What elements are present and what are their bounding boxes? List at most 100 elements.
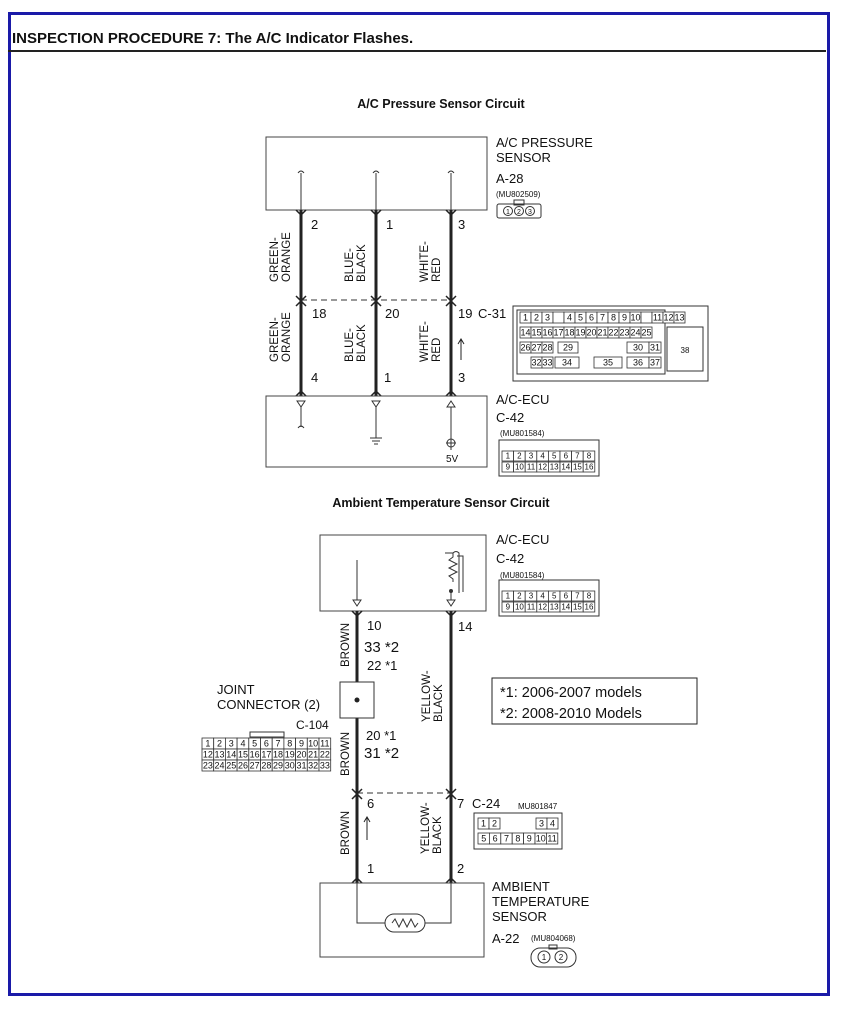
c42-pin-cell <box>582 461 596 473</box>
ambient-sensor-part: (MU804068) <box>531 934 576 943</box>
c104-pin: 32 <box>308 761 318 771</box>
pin-label-alt: 31 *2 <box>364 745 399 762</box>
pin-label: 1 <box>367 861 374 876</box>
pin-label: 3 <box>458 217 465 232</box>
ambient-ecu-part: (MU801584) <box>500 571 545 580</box>
c31-pin-cell <box>673 311 686 324</box>
c104-pin: 18 <box>273 750 283 760</box>
c42-pin: 1 <box>506 452 511 461</box>
pin-label: 18 <box>312 306 326 321</box>
pin-label: 2 <box>311 217 318 232</box>
c31-pin-cell <box>541 341 554 354</box>
wire-color: GREEN- <box>269 237 281 282</box>
c104-pin: 22 <box>320 750 330 760</box>
ambient-ecu-code: C-42 <box>496 551 524 566</box>
wire-color: YELLOW- <box>421 670 433 722</box>
c104-pin: 27 <box>250 761 260 771</box>
c104-pin: 30 <box>285 761 295 771</box>
pressure-ecu-box <box>265 395 488 468</box>
c31-pin: 33 <box>542 358 552 368</box>
pressure-ecu-code: C-42 <box>496 410 524 425</box>
c31-pin: 21 <box>597 328 607 338</box>
wire-color: BROWN <box>340 623 352 667</box>
c42-pin: 14 <box>561 603 570 612</box>
c24-part: MU801847 <box>518 802 558 811</box>
c31-pin: 34 <box>562 358 572 368</box>
pressure-sensor-name-1: A/C PRESSURE <box>496 135 593 150</box>
c104-latch <box>249 731 285 738</box>
wire-color: ORANGE <box>281 232 293 282</box>
c31-pin: 37 <box>650 358 660 368</box>
c42-pin: 16 <box>585 463 594 472</box>
c31-pin: 31 <box>650 343 660 353</box>
c31-pin: 12 <box>663 313 673 323</box>
wire-color: BLACK <box>356 324 368 362</box>
pressure-circuit-title: A/C Pressure Sensor Circuit <box>357 97 525 111</box>
pin-label: 1 <box>384 370 391 385</box>
c104-pin: 20 <box>296 750 306 760</box>
pin-label-alt: 22 *1 <box>367 658 397 673</box>
c31-pin: 38 <box>681 346 690 355</box>
wire-color: WHITE- <box>419 241 431 282</box>
wire-color: BLACK <box>433 684 445 722</box>
c104-pin: 12 <box>203 750 213 760</box>
c42-pin: 13 <box>550 603 559 612</box>
pin-label: 19 <box>458 306 472 321</box>
c42-pin: 10 <box>515 603 524 612</box>
a22-pin: 1 <box>542 953 547 962</box>
c31-pin: 26 <box>520 343 530 353</box>
c31-pin: 27 <box>531 343 541 353</box>
c42-pin: 5 <box>552 452 557 461</box>
c24-pin: 10 <box>536 834 546 844</box>
model-note-2: *2: 2008-2010 Models <box>500 706 642 722</box>
c104-pin: 25 <box>226 761 236 771</box>
c42-pin: 8 <box>587 452 592 461</box>
c31-pin: 23 <box>619 328 629 338</box>
c24-pin-cell <box>546 817 559 830</box>
c42-pin: 1 <box>506 592 511 601</box>
c104-pin: 3 <box>229 739 234 749</box>
c24-pin-cell <box>488 817 501 830</box>
title-bar: INSPECTION PROCEDURE 7: The A/C Indicato… <box>8 28 826 52</box>
pressure-sensor-part: (MU802509) <box>496 190 541 199</box>
a28-connector-icon: 1 2 3 <box>496 199 542 219</box>
c104-pin: 4 <box>240 739 245 749</box>
c104-pin: 13 <box>215 750 225 760</box>
c31-pin: 36 <box>633 358 643 368</box>
c31-pin-cell <box>541 356 554 369</box>
c31-pin: 3 <box>545 313 550 323</box>
c104-pin: 23 <box>203 761 213 771</box>
c42-pin: 9 <box>506 603 511 612</box>
c31-pin-cell <box>593 356 623 369</box>
c42-pin-cell <box>582 590 596 602</box>
c42-pin: 7 <box>575 592 580 601</box>
ambient-circuit-title: Ambient Temperature Sensor Circuit <box>332 496 550 510</box>
c24-outline <box>473 812 563 850</box>
c31-pin: 11 <box>653 313 662 323</box>
c104-pin: 1 <box>205 739 210 749</box>
c31-pin-cell <box>557 341 579 354</box>
c31-pin: 2 <box>534 313 539 323</box>
wire-color: BLACK <box>356 244 368 282</box>
model-notes-box <box>491 677 698 725</box>
c24-pin: 3 <box>539 819 544 829</box>
wire-color: RED <box>431 338 443 362</box>
c104-code: C-104 <box>296 718 329 732</box>
c24-pin: 2 <box>492 819 497 829</box>
c31-pin: 9 <box>622 313 627 323</box>
wire-color: WHITE- <box>419 321 431 362</box>
pin-label: 14 <box>458 619 472 634</box>
c31-pin: 32 <box>531 358 541 368</box>
c42-pin: 4 <box>540 592 545 601</box>
c42-pin: 3 <box>529 452 534 461</box>
wire-color: RED <box>431 258 443 282</box>
c42-pin: 16 <box>585 603 594 612</box>
c24-pin: 11 <box>547 834 556 844</box>
pin-label: 10 <box>367 618 381 633</box>
ambient-wires <box>351 610 457 884</box>
c31-code: C-31 <box>478 306 506 321</box>
c31-pin: 18 <box>564 328 574 338</box>
